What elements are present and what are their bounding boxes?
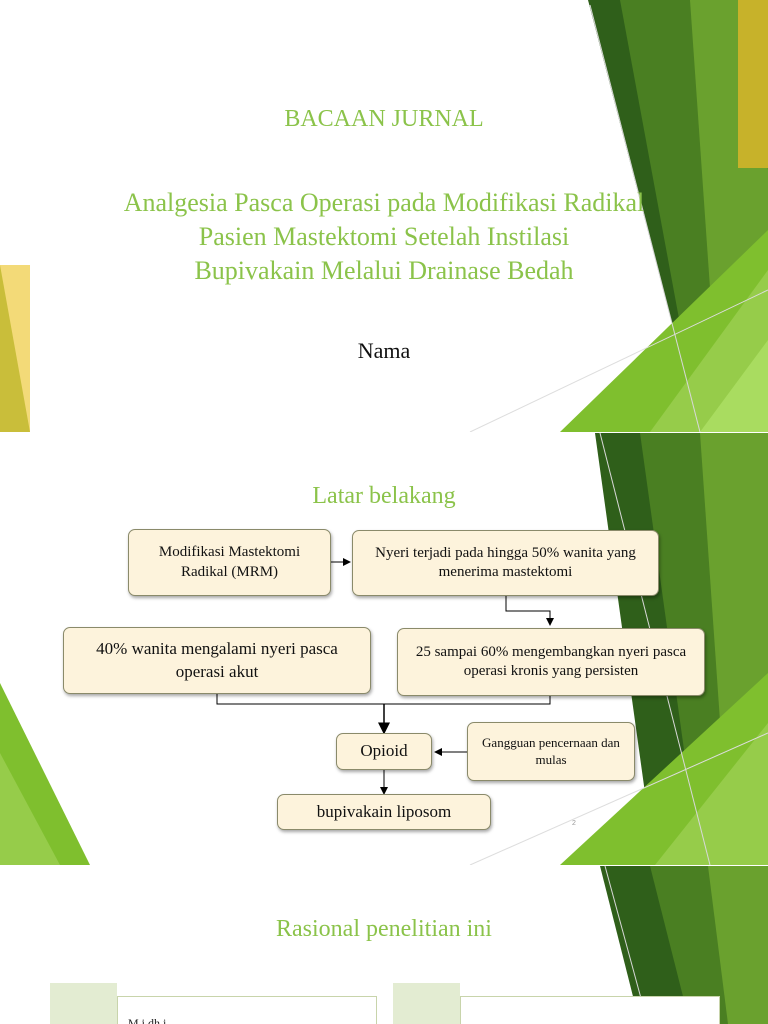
box-bupivakain: bupivakain liposom — [277, 794, 491, 830]
slide-title: Rasional penelitian ini — [276, 916, 492, 942]
box-opioid: Opioid — [336, 733, 432, 770]
slide-background: Latar belakang Modifikasi Mastektomi Rad… — [0, 433, 768, 865]
slide-title: BACAAN JURNAL Analgesia Pasca Operasi pa… — [0, 0, 768, 432]
presentation-title: Analgesia Pasca Operasi pada Modifikasi … — [0, 186, 768, 288]
box-gangguan: Gangguan pencernaan dan mulas — [467, 722, 635, 781]
title-line: Analgesia Pasca Operasi pada Modifikasi … — [123, 188, 645, 217]
box-mrm: Modifikasi Mastektomi Radikal (MRM) — [128, 529, 331, 596]
slide-title: Latar belakang — [312, 483, 456, 509]
rationale-box-marker — [50, 983, 117, 1024]
slide-heading: BACAAN JURNAL — [284, 106, 484, 132]
page-number: 2 — [572, 820, 576, 827]
rationale-box — [117, 996, 377, 1024]
rationale-box — [460, 996, 720, 1024]
rationale-box-marker — [393, 983, 460, 1024]
title-line: Pasien Mastektomi Setelah Instilasi — [198, 222, 570, 251]
rationale-text: M i dh i — [128, 1016, 167, 1024]
flowchart-connectors — [216, 558, 554, 795]
slide-decoration — [0, 0, 768, 432]
box-akut-40: 40% wanita mengalami nyeri pasca operasi… — [63, 627, 371, 694]
author-name: Nama — [357, 338, 411, 363]
slide-rationale: Rasional penelitian ini M i dh i — [0, 866, 768, 1024]
slide-decoration — [600, 866, 768, 1024]
box-nyeri-50: Nyeri terjadi pada hingga 50% wanita yan… — [352, 530, 659, 596]
box-kronis: 25 sampai 60% mengembangkan nyeri pasca … — [397, 628, 705, 696]
title-line: Bupivakain Melalui Drainase Bedah — [194, 256, 574, 285]
